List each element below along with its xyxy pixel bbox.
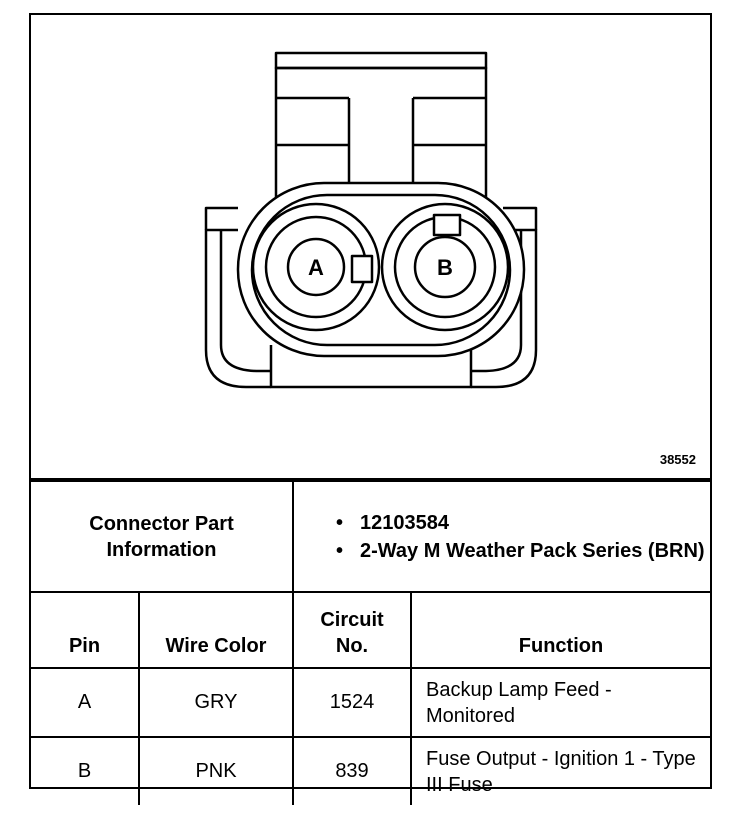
connector-description: 2-Way M Weather Pack Series (BRN) [336,538,710,564]
header-function: Function [410,591,710,669]
header-circuit-no: Circuit No. [292,591,412,669]
connector-sheet: A B 38552 Connector Part Information 121… [29,13,712,805]
latch-housing [274,51,488,200]
header-pin: Pin [31,591,140,669]
table-row: B PNK 839 Fuse Output - Ignition 1 - Typ… [31,736,710,805]
connector-drawing: A B 38552 [31,15,710,480]
part-number: 12103584 [336,510,710,536]
connector-face-illustration: A B [204,51,538,389]
circuit-cell: 839 [292,736,412,805]
header-row: Pin Wire Color Circuit No. Function [31,591,710,669]
pin-cell: A [31,667,140,738]
pinout-table: Connector Part Information 12103584 2-Wa… [31,480,710,805]
circuit-cell: 1524 [292,667,412,738]
connector-info-label: Connector Part Information [31,480,294,593]
wire-color-cell: GRY [138,667,294,738]
cavity-b [380,202,510,332]
pin-label-a: A [308,255,324,280]
cavity-a [251,202,381,332]
header-wire-color: Wire Color [138,591,294,669]
pin-label-b: B [437,255,453,280]
function-cell: Backup Lamp Feed - Monitored [410,667,710,738]
base-block [269,345,473,389]
function-cell: Fuse Output - Ignition 1 - Type III Fuse [410,736,710,805]
table-row: A GRY 1524 Backup Lamp Feed - Monitored [31,667,710,738]
connector-info-details: 12103584 2-Way M Weather Pack Series (BR… [292,480,710,593]
wire-color-cell: PNK [138,736,294,805]
figure-number: 38552 [659,452,696,467]
connector-info-row: Connector Part Information 12103584 2-Wa… [31,480,710,593]
pin-cell: B [31,736,140,805]
side-ears [204,206,538,389]
